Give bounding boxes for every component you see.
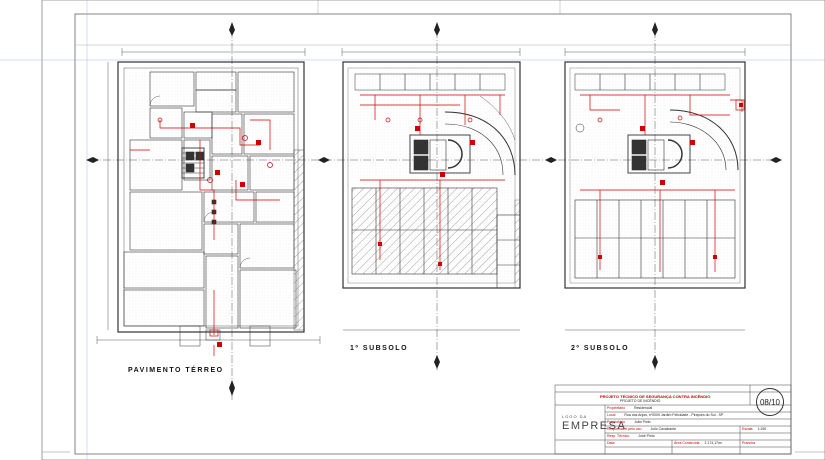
area-field: Área Construída 2.174,17m² — [674, 441, 723, 445]
plan-label-subsolo2: 2º SUBSOLO — [571, 345, 630, 352]
field-row: Local Rua dos Anjos, nº0000 Jardim Felic… — [607, 413, 724, 417]
scale-field: Escala 1:150 — [742, 427, 767, 431]
fire-lines-terreo — [130, 117, 280, 356]
fire-equipment-subsolo2 — [598, 103, 743, 259]
plan-subsolo1 — [341, 48, 521, 331]
field-row: Proprietário João Pinto — [607, 420, 651, 424]
plan-terreo — [96, 48, 321, 347]
title-block-frame — [554, 384, 792, 455]
fire-equipment-subsolo1 — [378, 126, 475, 266]
axis-markers — [86, 22, 782, 396]
fire-equipment-terreo — [190, 123, 261, 347]
sheet-field: Prancha — [742, 441, 756, 445]
company-logo-top: LOGO DA — [562, 414, 588, 419]
project-subtitle: PROJETO DE INCÊNDIO — [620, 399, 661, 403]
plan-subsolo2 — [564, 48, 746, 331]
field-row: Proprietário Residencial — [607, 406, 653, 410]
plan-label-subsolo1: 1º SUBSOLO — [350, 345, 409, 352]
company-logo: LOGO DA EMPRESA — [562, 414, 626, 432]
sheet-number: 08/10 — [756, 388, 784, 416]
field-row: Resp. Técnico José Pinto — [607, 434, 655, 438]
field-row: Responsável pelo uso Julio Cavalcante — [607, 427, 677, 431]
date-field: Data — [607, 441, 615, 445]
fire-lines-subsolo1 — [360, 94, 505, 270]
company-logo-name: EMPRESA — [562, 420, 627, 432]
project-title: PROJETO TÉCNICO DE SEGURANÇA CONTRA INCÊ… — [600, 394, 711, 399]
plan-label-terreo: PAVIMENTO TÉRREO — [128, 367, 224, 374]
